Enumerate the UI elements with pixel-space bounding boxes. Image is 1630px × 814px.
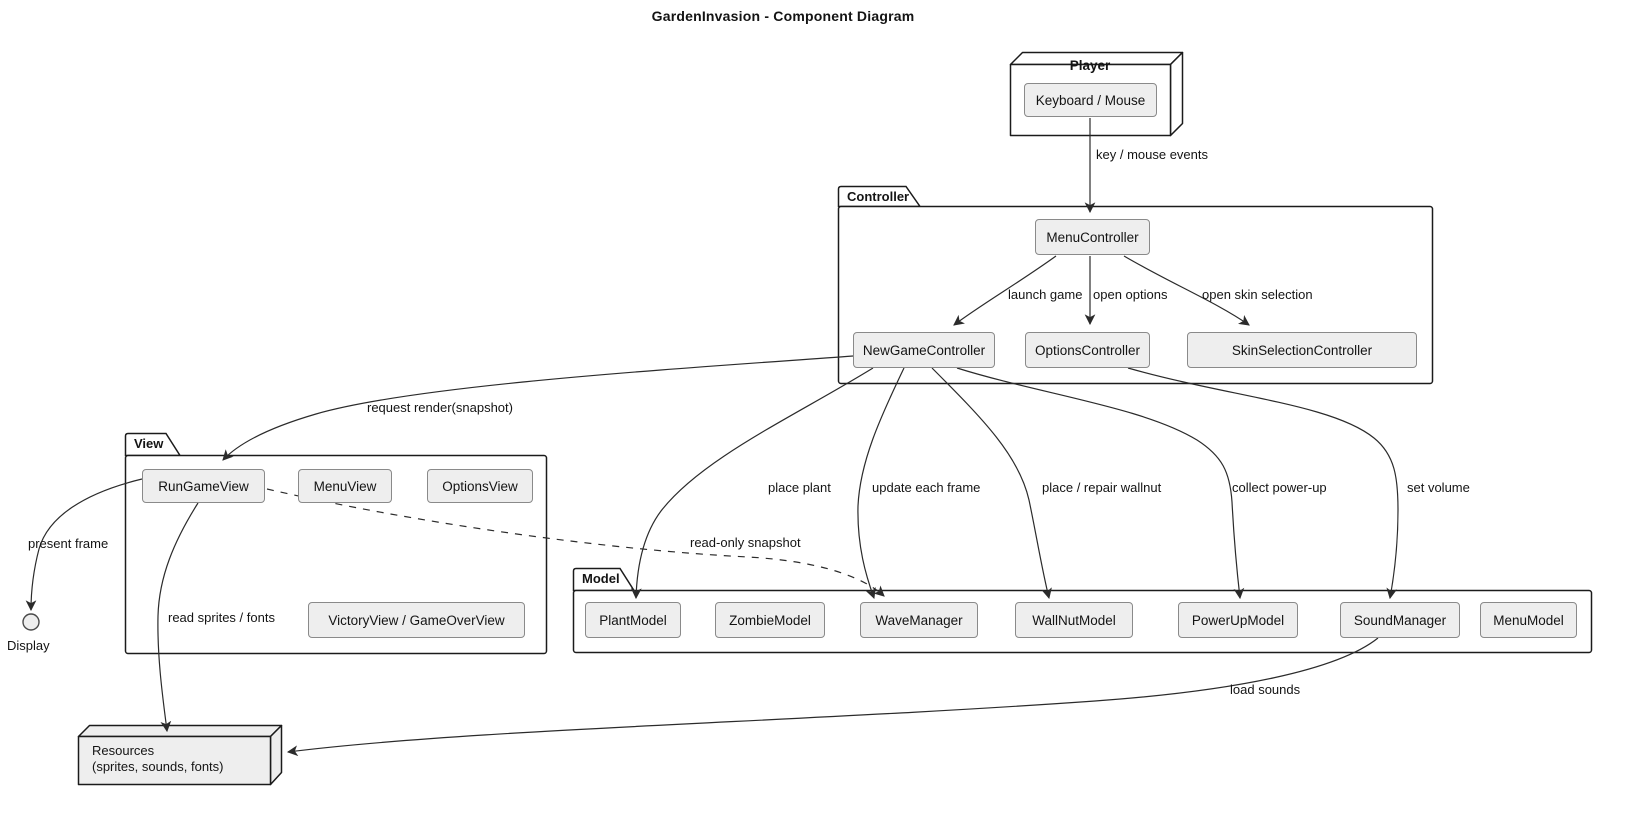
component-optionscontroller: OptionsController bbox=[1025, 332, 1150, 368]
edge-newgame-to-rungameview bbox=[222, 355, 854, 461]
edge-label-update-each-frame: update each frame bbox=[872, 480, 981, 495]
package-label-model: Model bbox=[582, 571, 620, 586]
component-rungameview: RunGameView bbox=[142, 469, 265, 503]
component-menucontroller: MenuController bbox=[1035, 219, 1150, 255]
component-newgamecontroller: NewGameController bbox=[853, 332, 995, 368]
component-plantmodel: PlantModel bbox=[585, 602, 681, 638]
edge-label-read-sprites-fonts: read sprites / fonts bbox=[168, 610, 275, 625]
edge-rungameview-to-resources bbox=[157, 502, 199, 733]
display-interface-circle bbox=[22, 613, 40, 631]
edge-label-open-options: open options bbox=[1093, 287, 1168, 302]
edge-label-load-sounds: load sounds bbox=[1230, 682, 1301, 697]
display-interface-label: Display bbox=[7, 638, 50, 653]
package-tab-view bbox=[124, 432, 182, 457]
edge-rungameview-to-wavemanager-dashed bbox=[266, 488, 885, 597]
diagram-title: GardenInvasion - Component Diagram bbox=[651, 8, 915, 24]
edge-label-set-volume: set volume bbox=[1407, 480, 1470, 495]
edge-label-collect-power-up: collect power-up bbox=[1232, 480, 1327, 495]
component-powerupmodel: PowerUpModel bbox=[1178, 602, 1298, 638]
player-node-right-face bbox=[1169, 51, 1184, 137]
player-node-title: Player bbox=[1069, 58, 1111, 73]
resources-node-line2: (sprites, sounds, fonts) bbox=[92, 759, 224, 774]
component-victory-gameover-view: VictoryView / GameOverView bbox=[308, 602, 525, 638]
edge-menu-to-newgame bbox=[953, 255, 1057, 326]
edge-newgame-to-plantmodel bbox=[630, 367, 874, 600]
edge-newgame-to-powerupmodel bbox=[956, 367, 1245, 600]
component-keyboard-mouse: Keyboard / Mouse bbox=[1024, 83, 1157, 117]
component-zombiemodel: ZombieModel bbox=[715, 602, 825, 638]
resources-node-line1: Resources bbox=[92, 743, 155, 758]
edge-soundmanager-to-resources bbox=[286, 637, 1379, 757]
resources-node-front-face bbox=[77, 735, 272, 786]
component-optionsview: OptionsView bbox=[427, 469, 533, 503]
resources-node-top-face bbox=[77, 724, 283, 738]
package-label-controller: Controller bbox=[847, 189, 910, 204]
edge-newgame-to-wallnutmodel bbox=[931, 367, 1052, 600]
package-tab-model bbox=[572, 567, 636, 592]
component-skinselectioncontroller: SkinSelectionController bbox=[1187, 332, 1417, 368]
edge-label-request-render: request render(snapshot) bbox=[367, 400, 513, 415]
edge-menu-to-skin bbox=[1123, 255, 1250, 326]
edge-rungameview-to-display bbox=[25, 478, 143, 612]
component-menuview: MenuView bbox=[298, 469, 392, 503]
component-menumodel: MenuModel bbox=[1480, 602, 1577, 638]
edge-newgame-to-wavemanager bbox=[857, 367, 905, 600]
edge-label-place-repair-wallnut: place / repair wallnut bbox=[1042, 480, 1162, 495]
component-soundmanager: SoundManager bbox=[1340, 602, 1460, 638]
edge-label-open-skin-selection: open skin selection bbox=[1202, 287, 1313, 302]
package-label-view: View bbox=[134, 436, 164, 451]
edge-label-launch-game: launch game bbox=[1008, 287, 1083, 302]
package-tab-controller bbox=[837, 185, 922, 208]
edge-label-present-frame: present frame bbox=[28, 536, 109, 551]
edge-options-to-soundmanager bbox=[1127, 367, 1399, 600]
edge-label-place-plant: place plant bbox=[768, 480, 831, 495]
component-wallnutmodel: WallNutModel bbox=[1015, 602, 1133, 638]
resources-node-right-face bbox=[269, 724, 283, 786]
edge-label-readonly-snapshot: read-only snapshot bbox=[690, 535, 801, 550]
component-wavemanager: WaveManager bbox=[860, 602, 978, 638]
edge-label-key-mouse-events: key / mouse events bbox=[1096, 147, 1208, 162]
